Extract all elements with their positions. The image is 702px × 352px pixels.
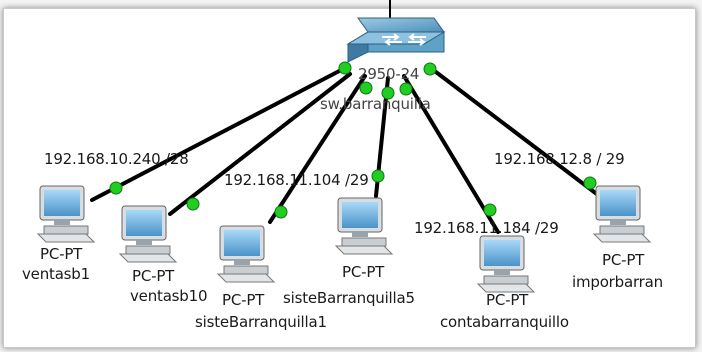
cable-contabarranquillo [402, 74, 500, 234]
link-light [186, 197, 200, 211]
host-type-label: PC-PT [602, 251, 645, 269]
host-name-label: contabarranquillo [440, 313, 569, 331]
subnet-label-ventas: 192.168.10.240 /28 [44, 150, 189, 168]
link-light [583, 176, 597, 190]
switch-model-label: 2950-24 [358, 65, 420, 83]
pc-icon[interactable] [216, 225, 276, 283]
host-name-label: imporbarran [572, 273, 663, 291]
subnet-label-impor: 192.168.12.8 / 29 [494, 150, 625, 168]
pc-icon[interactable] [592, 185, 652, 243]
link-light [483, 203, 497, 217]
host-type-label: PC-PT [40, 245, 83, 263]
host-name-label: sisteBarranquilla1 [195, 313, 327, 331]
host-name-label: ventasb1 [22, 265, 90, 283]
host-name-label: ventasb10 [130, 287, 208, 305]
cable-ventasb1 [90, 66, 347, 202]
cable-sisteBarranquilla1 [268, 74, 367, 224]
switch-icon[interactable] [346, 17, 446, 63]
cable-imporbarran [426, 64, 604, 200]
link-light [371, 169, 385, 183]
pc-icon[interactable] [118, 205, 178, 263]
pc-icon[interactable] [476, 235, 536, 293]
subnet-label-conta: 192.168.11.184 /29 [414, 219, 559, 237]
link-light [338, 61, 352, 75]
link-light [423, 62, 437, 76]
host-type-label: PC-PT [222, 291, 265, 309]
link-light [381, 86, 395, 100]
host-type-label: PC-PT [132, 267, 175, 285]
subnet-label-siste: 192.168.11.104 /29 [224, 171, 369, 189]
link-light [399, 82, 413, 96]
pc-icon[interactable] [36, 185, 96, 243]
link-light [274, 205, 288, 219]
cable-ventasb10 [168, 72, 352, 216]
host-type-label: PC-PT [486, 291, 529, 309]
link-light [109, 181, 123, 195]
host-name-label: sisteBarranquilla5 [283, 289, 415, 307]
host-type-label: PC-PT [342, 263, 385, 281]
pc-icon[interactable] [334, 197, 394, 255]
switch-name-label: sw.barranquilla [320, 95, 431, 113]
link-light [359, 81, 373, 95]
